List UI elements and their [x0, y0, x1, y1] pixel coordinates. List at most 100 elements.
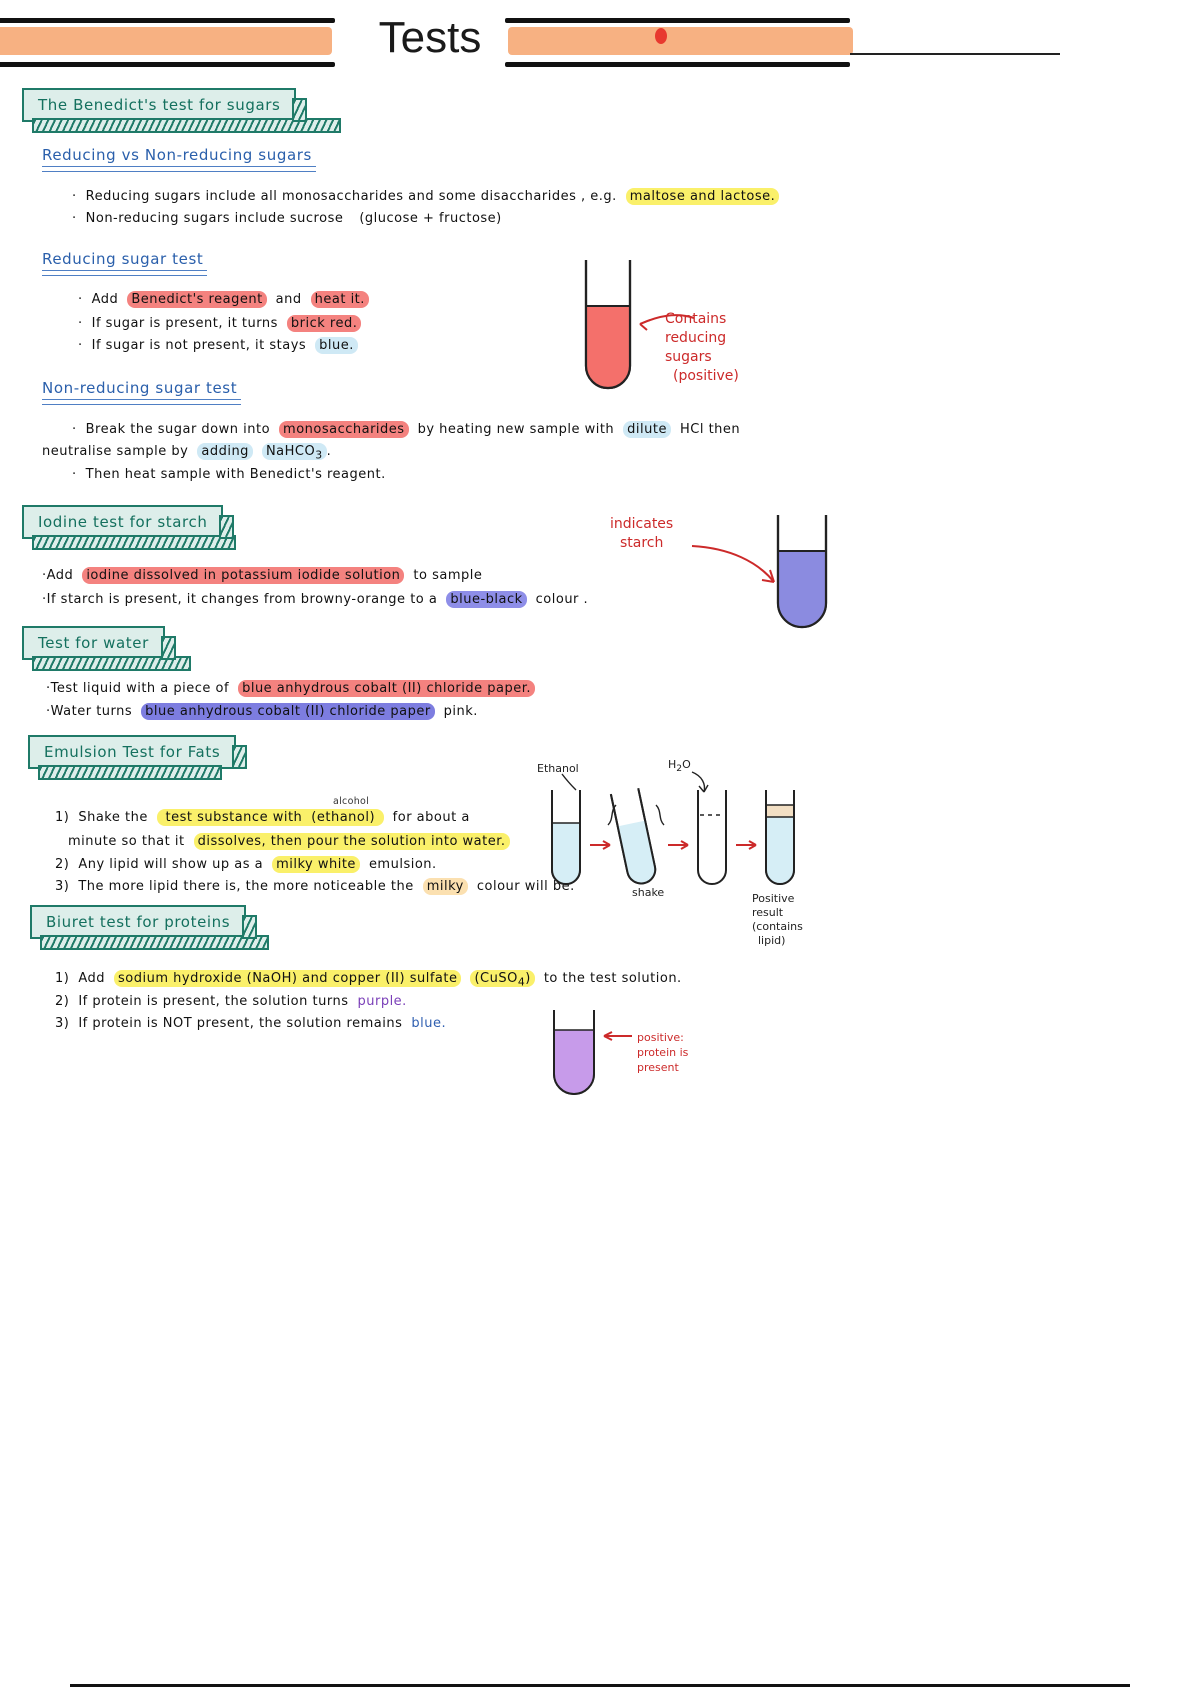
highlight-blue: blue.	[315, 337, 358, 354]
highlight-blue-black: blue-black	[446, 591, 527, 608]
subheading-reducing-vs-non: Reducing vs Non-reducing sugars	[42, 146, 316, 172]
highlight-blue-cobalt-paper: blue anhydrous cobalt (II) chloride pape…	[238, 680, 536, 697]
box-shadow-right	[242, 915, 258, 939]
header-rule-top-right	[505, 18, 850, 23]
highlight-milky-white: milky white	[272, 856, 360, 873]
bullet-then-heat-sample: ·Then heat sample with Benedict's reagen…	[72, 467, 386, 482]
subheading-text: Reducing sugar test	[42, 250, 204, 268]
box-shadow-bottom	[32, 535, 236, 550]
section-title-text: The Benedict's test for sugars	[38, 96, 281, 114]
annotation-indicates-starch: indicates starch	[610, 516, 674, 551]
section-title-water: Test for water	[22, 626, 191, 671]
section-title-iodine: Iodine test for starch	[22, 505, 236, 550]
emulsion-diagram	[540, 775, 830, 950]
bullet-note: (glucose + fructose)	[359, 211, 502, 226]
box-shadow-right	[219, 515, 235, 539]
section-title-text: Test for water	[38, 634, 149, 652]
biuret-purple-word: purple.	[357, 994, 407, 1009]
biuret-blue-word: blue.	[411, 1016, 447, 1031]
underline-a	[42, 269, 208, 271]
arrow-iodine-annotation	[691, 545, 775, 583]
annotation-biuret-positive: positive: protein is present	[637, 1031, 689, 1074]
underline-b	[42, 403, 242, 405]
arrow-water	[691, 771, 709, 793]
bullet-text: Reducing sugars include all monosacchari…	[85, 189, 617, 204]
box-shadow-bottom	[40, 935, 269, 950]
subheading-text: Reducing vs Non-reducing sugars	[42, 146, 312, 164]
label-shake: shake	[632, 886, 665, 899]
bullet-reducing-sugars: ·Reducing sugars include all monosacchar…	[72, 188, 780, 205]
section-title-text: Iodine test for starch	[38, 513, 208, 531]
emulsion-step-3: 3)The more lipid there is, the more noti…	[55, 878, 575, 895]
highlight-adding: adding	[197, 443, 253, 460]
box-shadow-right	[292, 98, 308, 122]
header-rule-bottom-right	[505, 62, 850, 67]
section-title-emulsion: Emulsion Test for Fats	[28, 735, 248, 780]
test-tube-benedicts	[578, 258, 638, 393]
arrow-biuret-annotation	[603, 1031, 632, 1041]
highlight-cobalt-paper-violet: blue anhydrous cobalt (II) chloride pape…	[141, 703, 435, 720]
subheading-text: Non-reducing sugar test	[42, 379, 238, 397]
bullet-starch-colour-change: ·If starch is present, it changes from b…	[42, 591, 589, 608]
page-title: Tests	[378, 13, 482, 62]
highlight-iodine-solution: iodine dissolved in potassium iodide sol…	[82, 567, 405, 584]
highlight-dilute: dilute	[623, 421, 671, 438]
highlight-brick-red: brick red.	[286, 315, 362, 332]
highlight-test-substance: test substance with(ethanol)	[156, 809, 384, 826]
highlight-maltose-lactose: maltose and lactose.	[625, 188, 780, 205]
subheading-non-reducing-sugar-test: Non-reducing sugar test	[42, 379, 242, 405]
page-header: Tests	[0, 0, 1200, 78]
section-title-biuret: Biuret test for proteins	[30, 905, 269, 950]
label-ethanol: Ethanol	[537, 762, 579, 775]
highlight-milky: milky	[422, 878, 468, 895]
box-shadow-bottom	[32, 118, 341, 133]
underline-b	[42, 170, 316, 172]
arrow-benedicts-annotation	[639, 314, 695, 331]
test-tube-iodine	[772, 513, 832, 629]
highlight-monosaccharides: monosaccharides	[279, 421, 409, 438]
highlight-naoh-cuso4: sodium hydroxide (NaOH) and copper (II) …	[114, 970, 462, 987]
bullet-text: Non-reducing sugars include sucrose	[85, 211, 344, 226]
box-shadow-right	[232, 745, 248, 769]
box-shadow-bottom	[32, 656, 191, 671]
highlight-cuso4-formula: (CuSO4)	[470, 970, 535, 989]
biuret-step-2: 2)If protein is present, the solution tu…	[55, 994, 407, 1009]
box-shadow-right	[160, 636, 176, 660]
underline-b	[42, 274, 208, 276]
highlight-heat-it: heat it.	[310, 291, 369, 308]
header-highlight-right	[508, 27, 853, 55]
highlight-nahco3: NaHCO3	[261, 443, 327, 462]
underline-a	[42, 398, 242, 400]
emulsion-step-1: 1)Shake the test substance with(ethanol)…	[55, 809, 470, 826]
biuret-step-3: 3)If protein is NOT present, the solutio…	[55, 1016, 447, 1031]
footer-rule	[70, 1684, 1130, 1687]
red-dot-marker	[655, 28, 667, 44]
header-rule-top-left	[0, 18, 335, 23]
box-shadow-bottom	[38, 765, 222, 780]
label-positive-result: Positive result (contains lipid)	[752, 892, 803, 947]
highlight-dissolves: dissolves, then pour the solution into w…	[193, 833, 510, 850]
section-title-text: Emulsion Test for Fats	[44, 743, 221, 761]
section-title-text: Biuret test for proteins	[46, 913, 231, 931]
label-water: H2O	[668, 758, 691, 775]
bullet-non-reducing-sugars: ·Non-reducing sugars include sucrose(glu…	[72, 211, 502, 226]
header-rule-bottom-left	[0, 62, 335, 67]
section-title-benedicts: The Benedict's test for sugars	[22, 88, 341, 133]
header-highlight-left	[0, 27, 332, 55]
test-tube-biuret	[548, 1008, 600, 1096]
annotation-benedicts-positive: Contains reducing sugars (positive)	[665, 311, 739, 384]
emulsion-alcohol-superscript: alcohol	[333, 796, 370, 807]
header-thin-rule	[850, 53, 1060, 55]
